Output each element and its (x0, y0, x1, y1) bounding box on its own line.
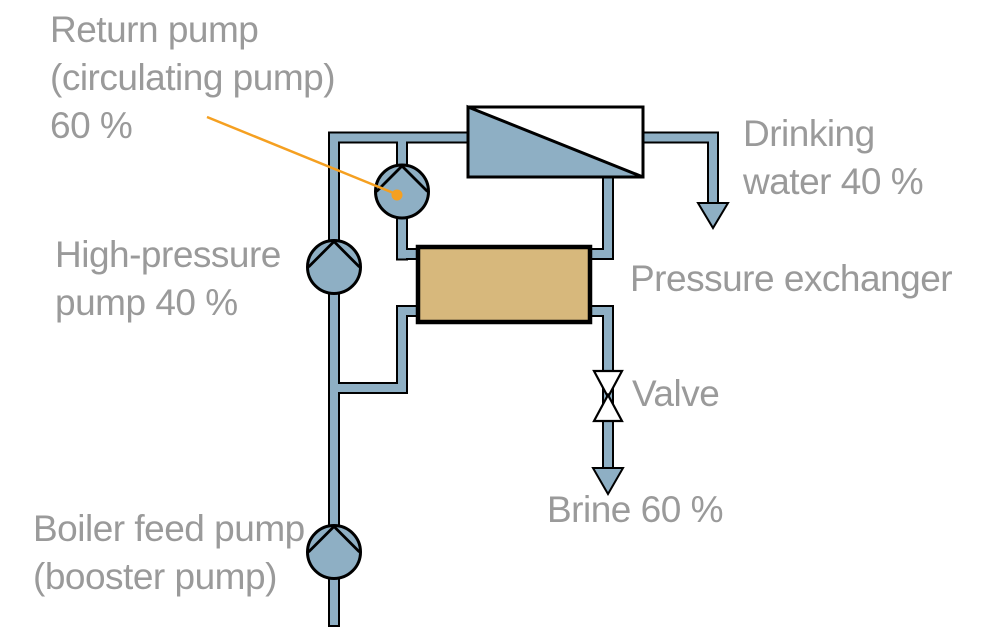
valve-icon (592, 369, 624, 423)
high-pressure-pump-label: High-pressure pump 40 % (55, 234, 281, 323)
callout-line (206, 115, 403, 201)
brine-label: Brine 60 % (547, 489, 724, 530)
valve-label: Valve (632, 373, 720, 414)
high-pressure-pump-icon (306, 239, 362, 295)
return-pump-icon (374, 163, 430, 220)
pressure-exchanger-vessel (415, 244, 593, 325)
drinking-water-arrow-icon (696, 202, 730, 230)
boiler-feed-pump-icon (306, 524, 362, 580)
return-pump-label: Return pump (circulating pump) 60 % (50, 9, 336, 146)
drinking-water-label: Drinking water 40 % (743, 113, 924, 202)
pressure-exchanger-label: Pressure exchanger (630, 258, 953, 299)
brine-arrow-icon (591, 467, 625, 497)
membrane-module (466, 104, 645, 179)
boiler-feed-pump-label: Boiler feed pump (booster pump) (33, 508, 305, 597)
